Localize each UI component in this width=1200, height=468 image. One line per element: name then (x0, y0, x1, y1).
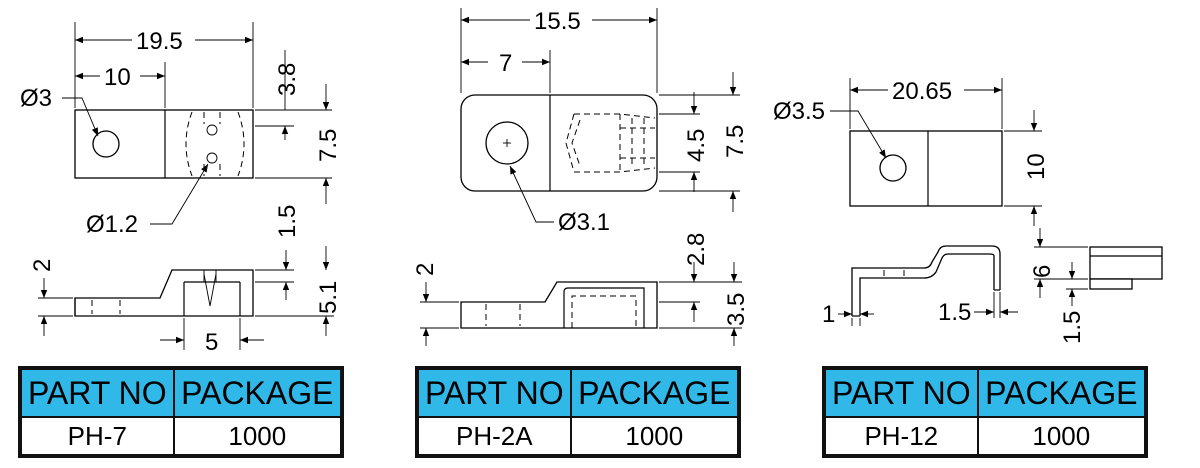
ph7-part-no: PH-7 (19, 416, 175, 457)
ph2a-dim-top-height: 2.8 (683, 233, 710, 266)
ph12-part-no: PH-12 (823, 416, 979, 457)
ph7-side-body (74, 269, 254, 317)
ph7-dim-hole-pos: 10 (104, 64, 131, 91)
ph7-header-package: PACKAGE (172, 367, 344, 418)
ph7-package: 1000 (172, 416, 344, 457)
ph12-header-part-no: PART NO (823, 367, 979, 418)
ph12-top-body (849, 130, 1003, 207)
ph2a-package: 1000 (569, 416, 741, 457)
ph12-dim-width: 10 (1023, 153, 1050, 180)
ph7-table: PART NO PACKAGE PH-7 1000 (18, 366, 344, 458)
ph12-dim-bend: 1.5 (938, 299, 971, 326)
part-ph2a-drawing: 15.5 7 Ø3.1 4.5 7.5 2 (412, 8, 750, 346)
ph7-dim-slot: 5 (205, 329, 218, 356)
ph7-dim-width: 7.5 (315, 129, 342, 162)
ph12-dim-thickness: 1 (822, 301, 835, 328)
ph2a-dim-inner-width: 4.5 (683, 129, 710, 162)
ph7-dim-small-hole: Ø1.2 (86, 211, 138, 238)
ph2a-side-body (460, 281, 658, 329)
ph7-dim-side-height: 5.1 (315, 281, 342, 314)
ph2a-table: PART NO PACKAGE PH-2A 1000 (415, 366, 741, 458)
ph12-main-hole (879, 154, 907, 182)
ph7-dim-lip: 1.5 (274, 205, 301, 238)
ph12-dim-foot: 1.5 (1059, 311, 1086, 344)
ph7-dim-step: 2 (29, 259, 56, 272)
ph2a-dim-width: 7.5 (722, 125, 749, 158)
ph7-header-part-no: PART NO (19, 367, 175, 418)
ph2a-part-no: PH-2A (416, 416, 572, 457)
ph12-header-package: PACKAGE (976, 367, 1148, 418)
ph12-dim-hole-dia: Ø3.5 (773, 98, 825, 125)
ph2a-dim-hole-pos: 7 (499, 50, 512, 77)
ph12-dim-height: 6 (1029, 265, 1056, 278)
part-ph7-drawing: 19.5 10 Ø3 3.8 7.5 Ø1.2 1.5 (20, 22, 342, 356)
ph2a-dim-side-height: 3.5 (723, 293, 750, 326)
ph7-dim-length: 19.5 (136, 28, 183, 55)
ph2a-dim-hole-dia: Ø3.1 (558, 209, 610, 236)
ph12-table: PART NO PACKAGE PH-12 1000 (822, 366, 1148, 458)
ph2a-header-package: PACKAGE (569, 367, 741, 418)
ph2a-header-part-no: PART NO (416, 367, 572, 418)
ph12-side-body (851, 245, 1001, 316)
ph12-package: 1000 (976, 416, 1148, 457)
ph12-dim-length: 20.65 (892, 78, 952, 105)
part-ph12-drawing: 20.65 Ø3.5 10 1 1.5 (773, 78, 1163, 344)
ph2a-dim-length: 15.5 (534, 8, 581, 35)
ph2a-dim-step: 2 (412, 263, 439, 276)
ph7-dim-top-offset: 3.8 (274, 63, 301, 96)
ph12-end-view (1089, 246, 1163, 280)
ph7-main-hole (92, 130, 120, 158)
ph7-dim-hole-dia: Ø3 (20, 85, 52, 112)
